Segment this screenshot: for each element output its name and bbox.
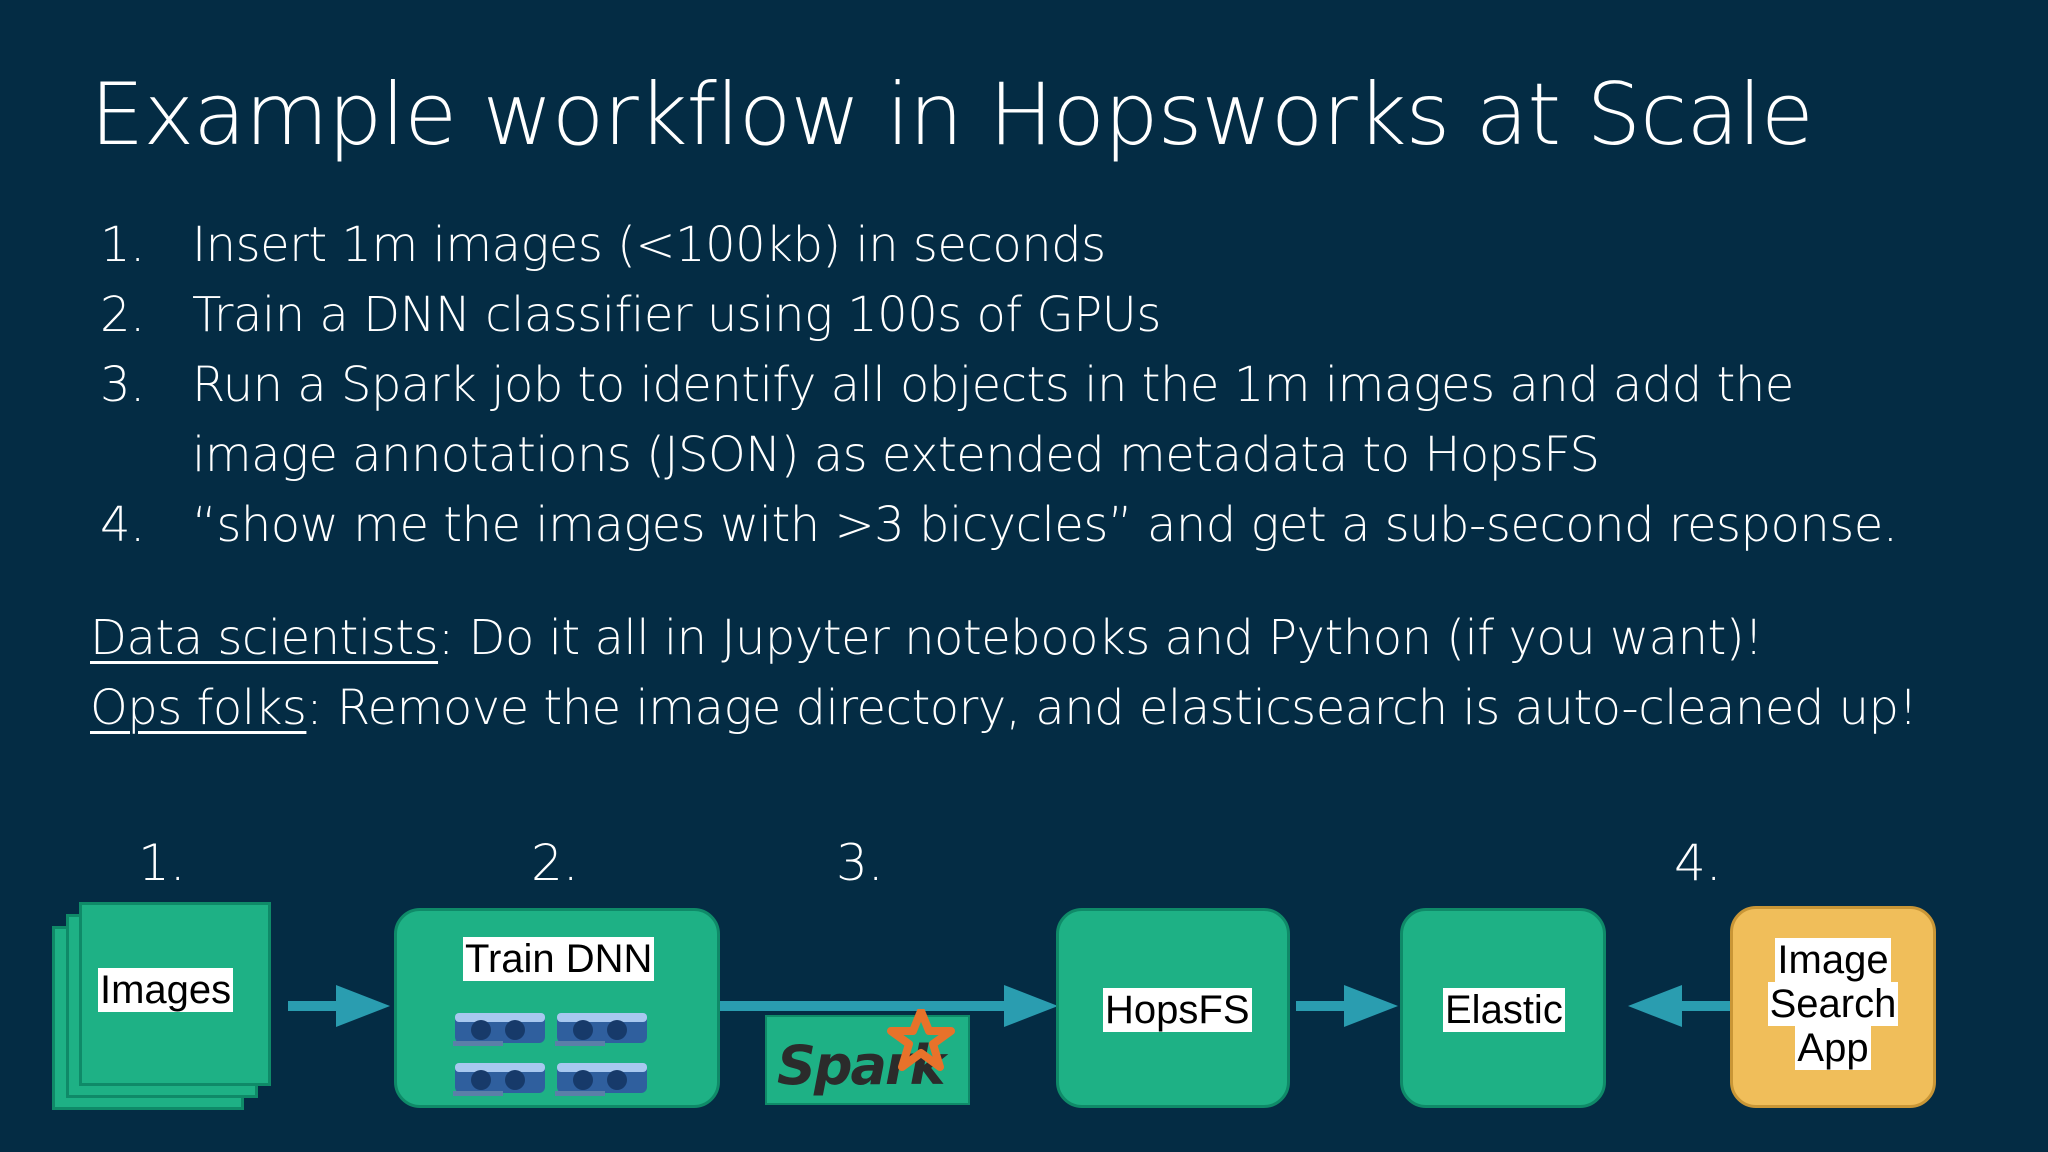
note-label: Data scientists: [90, 610, 439, 666]
node-hopsfs: HopsFS: [1056, 908, 1290, 1108]
note-ops-folks: Ops folks: Remove the image directory, a…: [90, 673, 1918, 743]
node-label-image-search-app: Image Search App: [1733, 938, 1933, 1070]
step-item: 2. Train a DNN classifier using 100s of …: [100, 280, 2000, 350]
workflow-steps-list: 1. Insert 1m images (<100kb) in seconds …: [100, 210, 2000, 560]
node-train-dnn: Train DNN: [394, 908, 720, 1108]
node-elastic: Elastic: [1400, 908, 1606, 1108]
step-item: 3. Run a Spark job to identify all objec…: [100, 350, 2000, 490]
node-label-elastic: Elastic: [1443, 988, 1565, 1032]
audience-notes: Data scientists: Do it all in Jupyter no…: [90, 603, 1918, 743]
node-label-images: Images: [98, 968, 234, 1012]
phase-label: 3.: [836, 834, 884, 892]
note-text: : Do it all in Jupyter notebooks and Pyt…: [438, 610, 1763, 666]
arrow-left-icon: [1628, 985, 1730, 1027]
spark-star-icon: [887, 1009, 955, 1071]
step-number: 4.: [100, 497, 145, 553]
step-text: Insert 1m images (<100kb) in seconds: [192, 217, 1106, 273]
note-data-scientists: Data scientists: Do it all in Jupyter no…: [90, 603, 1917, 673]
app-label-line: Search: [1767, 982, 1899, 1026]
gpu-card-icon: [555, 1013, 647, 1046]
step-text: Train a DNN classifier using 100s of GPU…: [192, 287, 1161, 343]
spark-logo-text: Spark: [777, 1034, 946, 1097]
arrow-right-icon: [288, 985, 390, 1027]
phase-label: 4.: [1674, 834, 1722, 892]
gpu-card-icon: [555, 1063, 647, 1096]
node-image-search-app: Image Search App: [1730, 906, 1936, 1108]
node-label-hopsfs: HopsFS: [1103, 988, 1252, 1032]
step-number: 3.: [100, 357, 145, 413]
app-label-line: App: [1795, 1026, 1871, 1070]
note-label: Ops folks: [90, 680, 307, 736]
step-number: 2.: [100, 287, 145, 343]
app-label-line: Image: [1775, 938, 1891, 982]
gpu-card-icon: [453, 1013, 545, 1046]
gpu-card-icon: [453, 1063, 545, 1096]
step-item: 4. “show me the images with >3 bicycles”…: [100, 490, 2000, 560]
note-text: : Remove the image directory, and elasti…: [306, 680, 1918, 736]
node-spark: Spark: [765, 1009, 970, 1105]
step-text: Run a Spark job to identify all objects …: [192, 357, 1794, 483]
slide-title: Example workflow in Hopsworks at Scale: [90, 65, 1814, 165]
arrow-right-icon: [1296, 985, 1398, 1027]
step-item: 1. Insert 1m images (<100kb) in seconds: [100, 210, 2000, 280]
node-label-train-dnn: Train DNN: [463, 937, 655, 981]
arrow-right-icon: [718, 985, 1058, 1027]
phase-label: 1.: [138, 834, 186, 892]
phase-label: 2.: [531, 834, 579, 892]
step-text: “show me the images with >3 bicycles” an…: [192, 497, 1898, 553]
step-number: 1.: [100, 217, 145, 273]
